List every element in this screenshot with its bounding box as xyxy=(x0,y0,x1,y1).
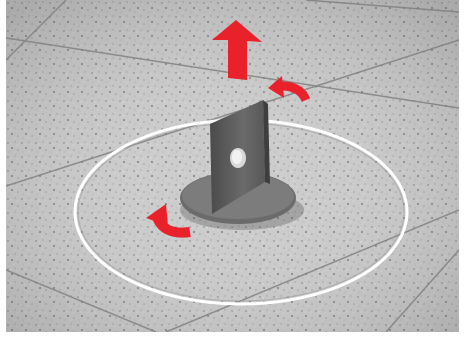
scene-svg xyxy=(6,0,459,332)
installation-illustration xyxy=(6,0,459,332)
